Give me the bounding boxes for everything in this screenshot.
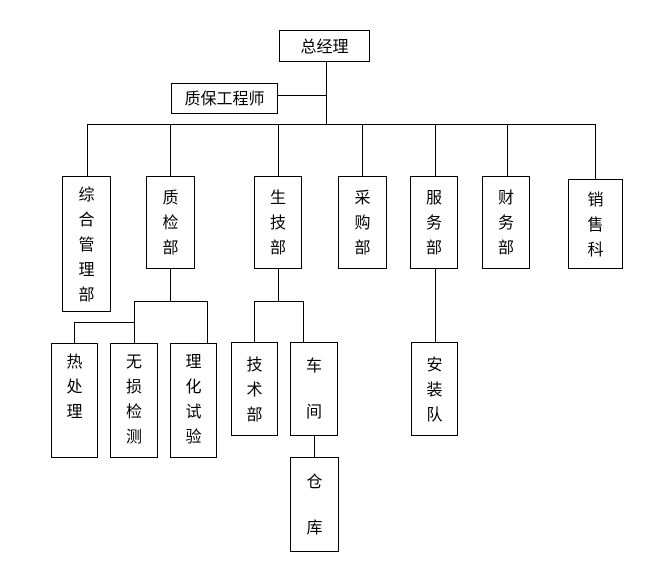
node-label: 无损检测: [125, 352, 142, 446]
connector-qid-rail: [134, 301, 208, 302]
node-heat-treatment: 热处理: [51, 343, 98, 458]
connector-stub-heat-treatment: [74, 322, 75, 343]
node-physicochemical-test: 理化试验: [170, 343, 217, 458]
connector-stub-sales: [595, 124, 596, 179]
node-label: 理化试验: [185, 352, 202, 446]
node-label: 质检部: [162, 188, 179, 257]
connector-stub-quality-inspection: [170, 124, 171, 176]
connector-stub-service: [435, 124, 436, 176]
node-service-dept: 服务部: [410, 176, 458, 269]
node-label: 仓库: [306, 471, 323, 537]
node-technical-dept: 技术部: [231, 342, 278, 436]
connector-service-installation: [435, 269, 436, 342]
node-general-manager: 总经理: [279, 30, 370, 62]
node-ndt-inspection: 无损检测: [110, 343, 158, 458]
connector-workshop-warehouse: [314, 436, 315, 457]
node-quality-inspection-dept: 质检部: [146, 176, 195, 269]
node-sales-section: 销售科: [568, 179, 623, 269]
node-purchasing-dept: 采购部: [338, 176, 387, 269]
node-installation-team: 安装队: [411, 342, 458, 436]
connector-qa-branch: [278, 95, 327, 96]
node-qa-engineer: 质保工程师: [171, 83, 278, 114]
node-label: 服务部: [425, 188, 442, 257]
node-workshop: 车间: [290, 342, 338, 436]
connector-stub-general-management: [87, 124, 88, 176]
node-label: 车间: [305, 356, 322, 421]
node-warehouse: 仓库: [290, 457, 339, 552]
node-label: 综合管理部: [78, 184, 95, 304]
connector-level2-rail: [87, 124, 596, 125]
connector-heat-rail: [74, 322, 135, 323]
node-label: 财务部: [497, 188, 514, 257]
node-label: 技术部: [246, 354, 263, 424]
connector-stub-production-tech: [278, 124, 279, 176]
node-label: 销售科: [587, 189, 604, 259]
connector-stub-technical: [254, 301, 255, 342]
connector-ptd-trunk: [278, 269, 279, 302]
node-label: 生技部: [269, 188, 286, 257]
node-finance-dept: 财务部: [482, 176, 530, 269]
node-label: 采购部: [354, 188, 371, 257]
node-general-management-dept: 综合管理部: [62, 176, 111, 312]
node-production-tech-dept: 生技部: [254, 176, 302, 269]
node-label: 质保工程师: [184, 89, 265, 108]
node-label: 总经理: [300, 36, 349, 56]
connector-ptd-rail: [254, 301, 304, 302]
connector-stub-purchasing: [362, 124, 363, 176]
connector-gm-trunk: [326, 62, 327, 124]
node-label: 热处理: [66, 352, 83, 421]
connector-stub-physicochemical: [207, 301, 208, 343]
node-label: 安装队: [426, 354, 443, 424]
connector-stub-finance: [507, 124, 508, 176]
connector-qid-trunk: [170, 269, 171, 302]
connector-stub-workshop: [303, 301, 304, 342]
